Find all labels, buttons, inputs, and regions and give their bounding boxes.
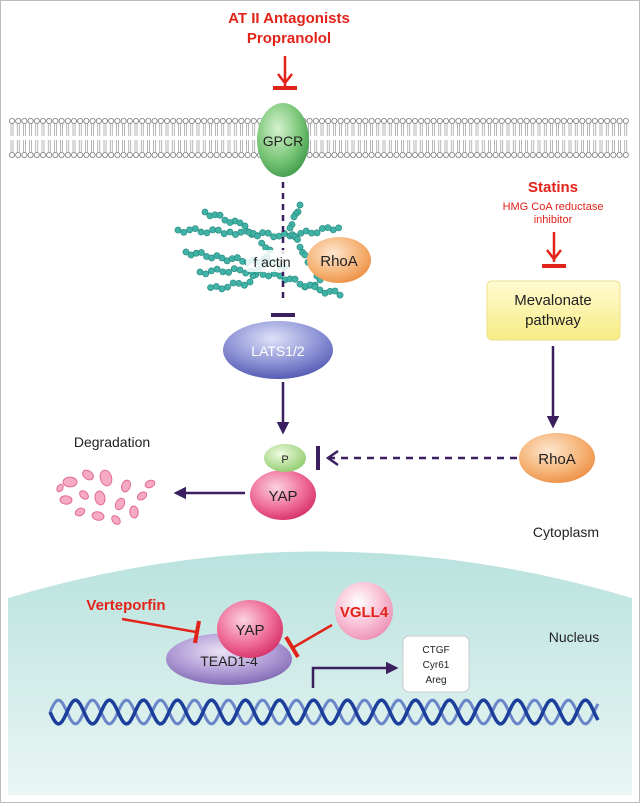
verteporfin-inhibition-line <box>121 617 197 634</box>
phospho-group <box>264 444 306 472</box>
statins-label: Statins <box>528 179 578 196</box>
at2-antagonists-label: AT II Antagonists <box>228 10 350 27</box>
f-actin-label: f actin <box>253 254 290 270</box>
target-gene-areg: Areg <box>425 675 446 686</box>
rhoa-node-mid <box>519 433 595 483</box>
nucleus-label: Nucleus <box>549 629 600 645</box>
vgll4-label: VGLL4 <box>340 604 389 621</box>
yap-nucleus-node <box>217 600 283 658</box>
mevalonate-box <box>486 280 621 341</box>
lats-label: LATS1/2 <box>251 343 305 359</box>
yap-cytoplasm-node <box>250 470 316 520</box>
gpcr-label: GPCR <box>263 133 303 149</box>
yap-cytoplasm-label: YAP <box>269 488 298 505</box>
nucleus-region <box>8 551 632 795</box>
rhoa-top-label: RhoA <box>320 253 358 270</box>
degradation-label: Degradation <box>74 434 150 450</box>
mevalonate-line1: Mevalonate <box>514 292 592 309</box>
verteporfin-inhibition-bar <box>193 620 201 644</box>
propranolol-label: Propranolol <box>247 30 331 47</box>
rhoa-dashed-arrowhead <box>325 449 339 467</box>
target-gene-cyr61: Cyr61 <box>423 660 450 671</box>
rhoa-mid-label: RhoA <box>538 451 576 468</box>
vgll4-node <box>335 582 393 640</box>
statins-arrowhead <box>546 249 562 262</box>
verteporfin-label: Verteporfin <box>86 597 165 614</box>
at2-arrowhead <box>277 73 293 86</box>
yap-nucleus-label: YAP <box>236 622 265 639</box>
cytoplasm-label: Cytoplasm <box>533 524 599 540</box>
statins-sub1-label: HMG CoA reductase <box>503 201 604 213</box>
transcription-arrow <box>311 661 399 688</box>
dna-helix <box>48 698 600 726</box>
f-actin-label-bg <box>246 250 298 272</box>
target-gene-ctgf: CTGF <box>422 645 449 656</box>
target-genes-box <box>402 635 470 693</box>
rhoa-node-top <box>307 237 371 283</box>
lats-node <box>223 321 333 379</box>
degradation-fragments <box>56 469 156 525</box>
gpcr-receptor <box>257 103 309 177</box>
mevalonate-line2: pathway <box>525 312 581 329</box>
phospho-label: P <box>281 454 288 466</box>
vgll4-inhibition-bar <box>284 635 300 659</box>
vgll4-inhibition-line <box>293 623 333 649</box>
statins-sub2-label: inhibitor <box>534 214 573 226</box>
